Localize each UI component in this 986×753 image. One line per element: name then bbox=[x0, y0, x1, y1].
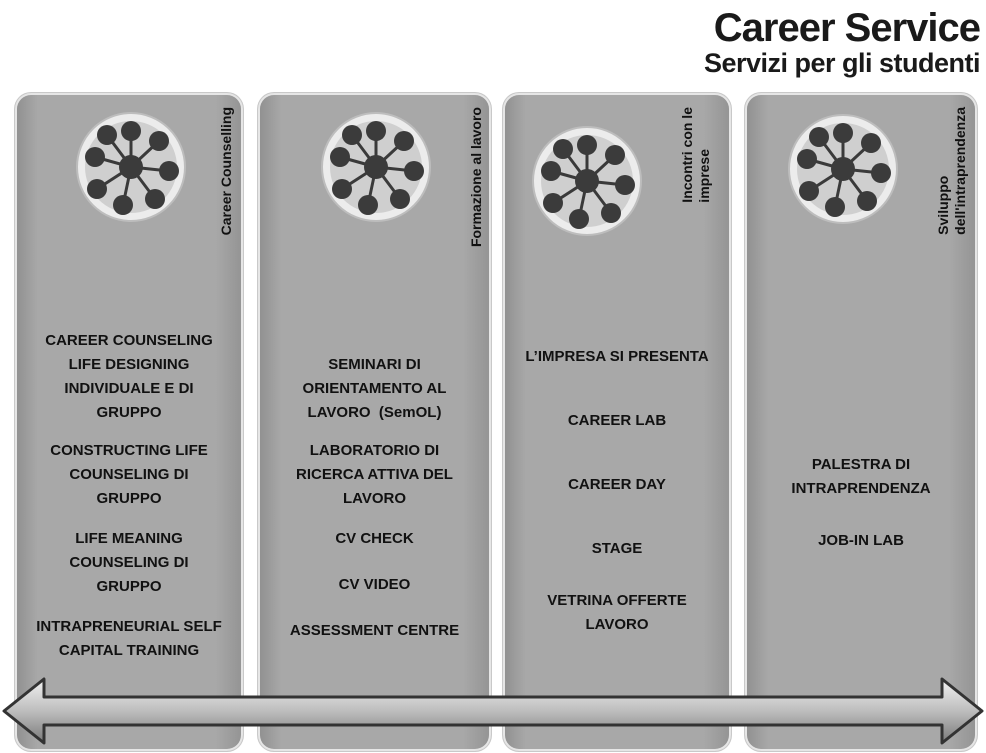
page-title: Career Service bbox=[713, 6, 981, 50]
column-label: Formazione al lavoro bbox=[468, 107, 484, 248]
list-item: ASSESSMENT CENTRE bbox=[289, 622, 460, 639]
list-item: VETRINA OFFERTE LAVORO bbox=[547, 592, 687, 633]
column-label: Sviluppo dell'intraprendenza bbox=[935, 107, 968, 235]
list-item: STAGE bbox=[591, 540, 643, 557]
column-label: Incontri con le imprese bbox=[679, 107, 712, 203]
column-career-counselling: Career Counselling CAREER COUNSELING LIF… bbox=[15, 93, 243, 751]
list-item: INTRAPRENEURIAL SELF CAPITAL TRAINING bbox=[36, 618, 222, 659]
list-item: CONSTRUCTING LIFE COUNSELING DI GRUPPO bbox=[50, 442, 208, 507]
item-list: L’IMPRESA SI PRESENTA CAREER LAB CAREER … bbox=[503, 345, 731, 637]
list-item: CAREER DAY bbox=[568, 476, 666, 493]
list-item: CAREER COUNSELING LIFE DESIGNING INDIVID… bbox=[45, 332, 213, 421]
network-icon bbox=[532, 126, 642, 236]
column-intraprendenza: Sviluppo dell'intraprendenza PALESTRA DI… bbox=[745, 93, 977, 751]
network-icon bbox=[76, 112, 186, 222]
list-item: PALESTRA DI INTRAPRENDENZA bbox=[791, 456, 931, 497]
item-list: SEMINARI DI ORIENTAMENTO AL LAVORO (SemO… bbox=[258, 353, 491, 643]
list-item: CAREER LAB bbox=[567, 412, 667, 429]
column-formazione: Formazione al lavoro SEMINARI DI ORIENTA… bbox=[258, 93, 491, 751]
list-item: JOB-IN LAB bbox=[818, 532, 904, 549]
title-block: Career Service Servizi per gli studenti bbox=[703, 6, 981, 78]
list-item: CV VIDEO bbox=[338, 576, 411, 593]
list-item: SEMINARI DI ORIENTAMENTO AL LAVORO (SemO… bbox=[302, 356, 447, 421]
list-item: L’IMPRESA SI PRESENTA bbox=[525, 348, 709, 365]
network-icon bbox=[788, 114, 898, 224]
list-item: LIFE MEANING COUNSELING DI GRUPPO bbox=[69, 530, 189, 595]
item-list: PALESTRA DI INTRAPRENDENZA JOB-IN LAB bbox=[745, 453, 977, 553]
column-label: Career Counselling bbox=[218, 107, 234, 236]
page-subtitle: Servizi per gli studenti bbox=[703, 48, 981, 78]
double-arrow-shape bbox=[2, 677, 984, 745]
network-icon bbox=[321, 112, 431, 222]
column-incontri: Incontri con le imprese L’IMPRESA SI PRE… bbox=[503, 93, 731, 751]
item-list: CAREER COUNSELING LIFE DESIGNING INDIVID… bbox=[15, 329, 243, 663]
list-item: CV CHECK bbox=[335, 530, 414, 547]
list-item: LABORATORIO DI RICERCA ATTIVA DEL LAVORO bbox=[296, 442, 453, 507]
